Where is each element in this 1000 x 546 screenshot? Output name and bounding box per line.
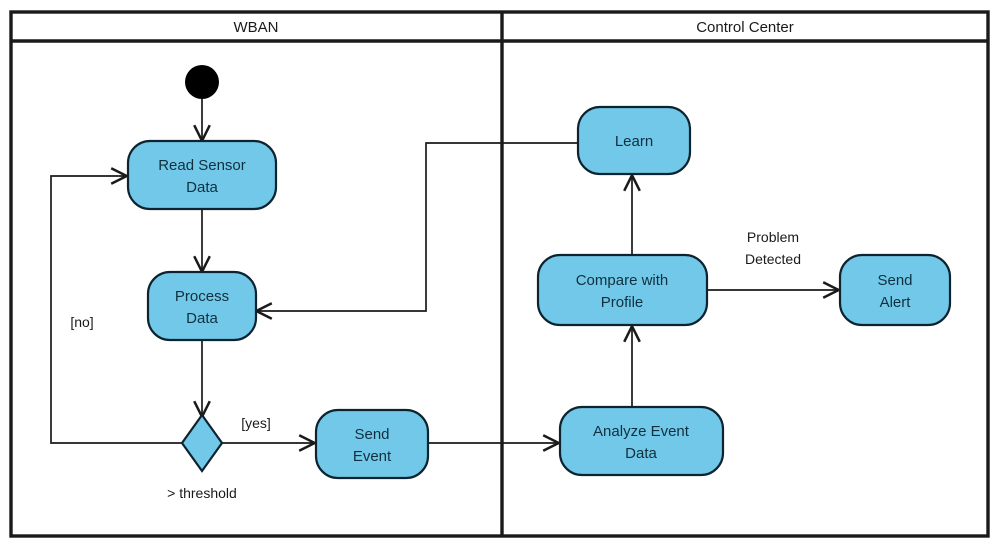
action-node-send-alert[interactable]: Send Alert [838,253,952,327]
action-label-analyze-event-data-line2: Data [625,445,657,462]
action-label-compare-with-profile-line1: Compare with [576,272,669,289]
partition-title-wban: WBAN [234,19,279,36]
action-node-learn[interactable]: Learn [576,105,692,176]
edge-label-problem-detected-line2: Detected [745,251,801,267]
decision-node-threshold[interactable] [180,413,224,473]
action-label-send-alert-line2: Alert [880,294,912,311]
action-node-compare-with-profile[interactable]: Compare with Profile [536,253,709,327]
action-label-read-sensor-data-line2: Data [186,179,218,196]
action-label-analyze-event-data-line1: Analyze Event [593,423,690,440]
action-node-analyze-event-data[interactable]: Analyze Event Data [558,405,725,477]
edge-decision-no-to-read-sensor-data [50,176,182,444]
action-label-learn: Learn [615,133,653,150]
action-label-process-data-line2: Data [186,310,218,327]
decision-condition-label: > threshold [167,485,237,501]
action-label-send-event-line2: Event [353,448,392,465]
action-label-send-alert-line1: Send [877,272,912,289]
initial-node[interactable] [185,65,219,99]
edge-label-no: [no] [70,314,93,330]
action-node-send-event[interactable]: Send Event [314,408,430,480]
edge-learn-to-process-data [257,142,578,311]
action-node-process-data[interactable]: Process Data [146,270,258,342]
action-label-read-sensor-data-line1: Read Sensor [158,157,246,174]
action-label-process-data-line1: Process [175,288,229,305]
edge-label-problem-detected-line1: Problem [747,229,799,245]
edge-label-yes: [yes] [241,415,271,431]
action-node-read-sensor-data[interactable]: Read Sensor Data [126,139,278,211]
action-label-send-event-line1: Send [354,426,389,443]
action-label-compare-with-profile-line2: Profile [601,294,644,311]
partition-title-control-center: Control Center [696,19,794,36]
